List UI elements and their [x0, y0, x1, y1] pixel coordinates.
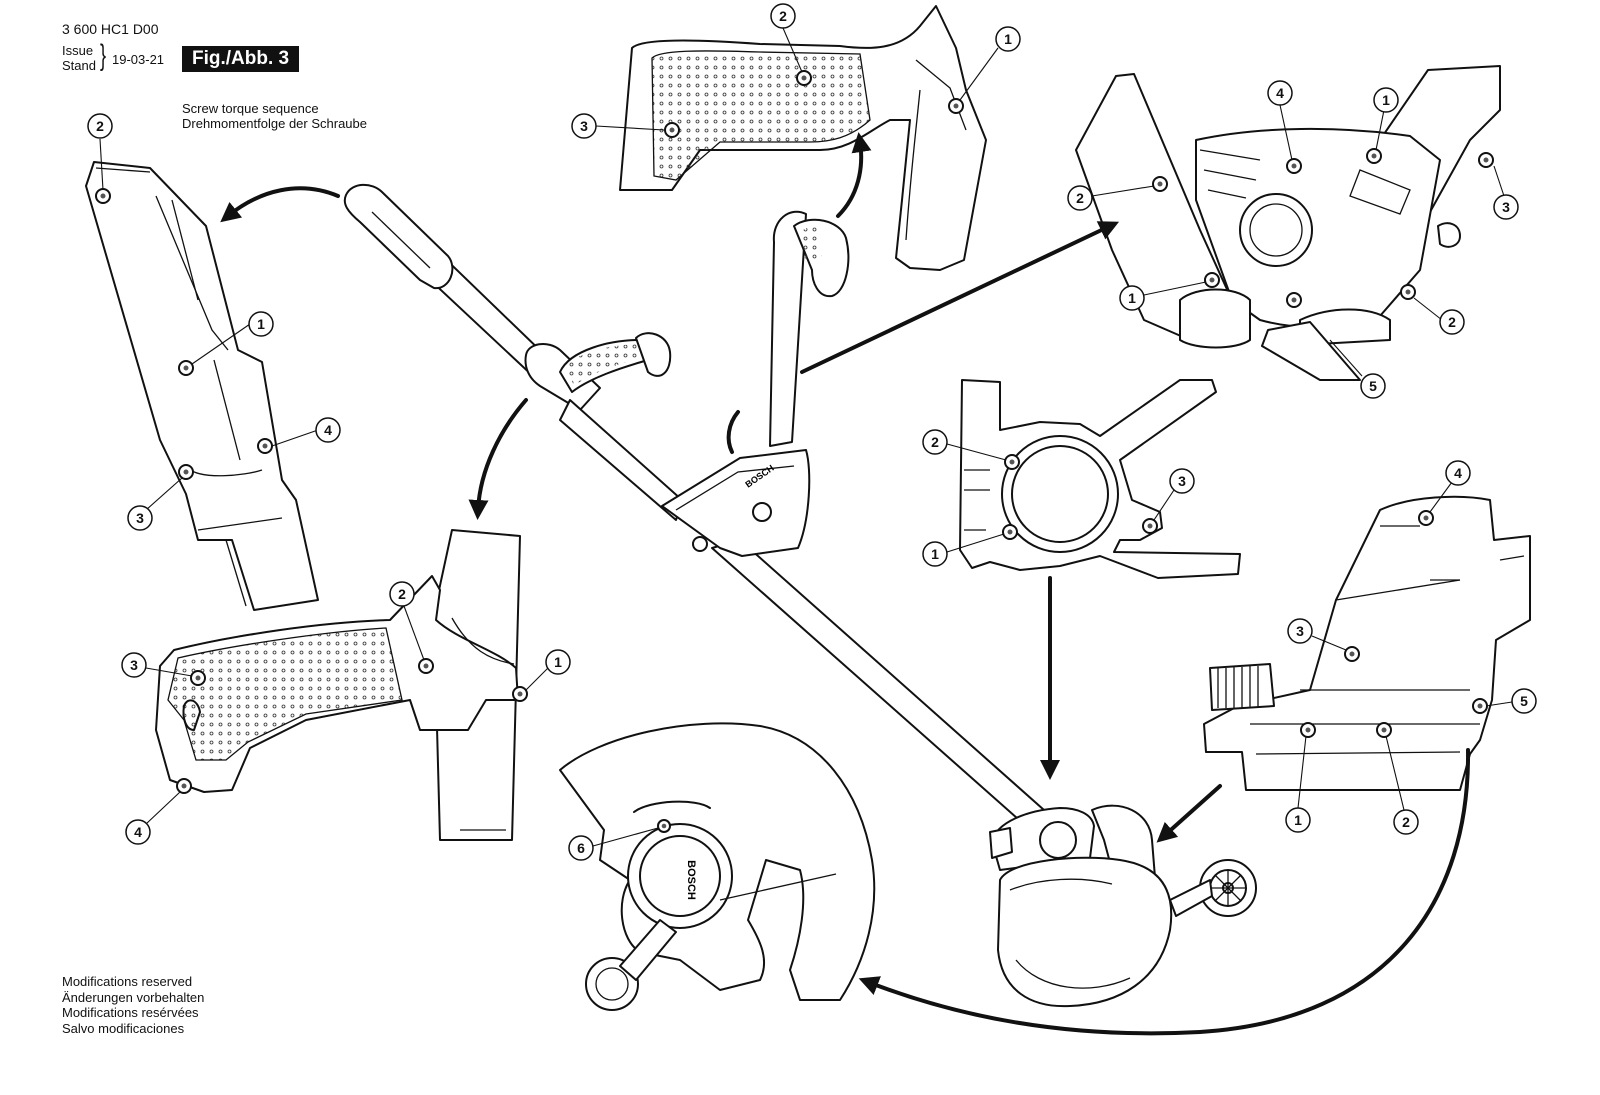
callout-handle-clamp-b: 1 — [1373, 87, 1399, 151]
callout-label: 4 — [134, 824, 142, 840]
callout-label: 3 — [1502, 199, 1510, 215]
callout-label: 3 — [1178, 473, 1186, 489]
part-number: 3 600 HC1 D00 — [62, 21, 159, 37]
screws — [95, 70, 1494, 833]
callout-lower-grip-2nd: 1 — [525, 649, 571, 691]
callout-label: 4 — [324, 422, 332, 438]
callouts-lower-grip: 2 1 3 4 — [121, 581, 571, 845]
torque-caption-en: Screw torque sequence — [182, 101, 319, 116]
screw-upper-grip — [664, 70, 964, 138]
callout-label: 1 — [931, 546, 939, 562]
callout-label: 1 — [1128, 290, 1136, 306]
callout-label: 3 — [1296, 623, 1304, 639]
callout-lower-grip-3rd: 3 — [121, 652, 193, 678]
callout-label: 4 — [1276, 85, 1284, 101]
callout-motor-housing-d: 1 — [1285, 735, 1311, 833]
upper-grip-detail — [619, 5, 987, 271]
callout-upper-grip-2nd: 1 — [959, 26, 1021, 101]
shaft-cover-detail — [85, 161, 319, 611]
callout-label: 2 — [96, 118, 104, 134]
callout-motor-mount-b: 3 — [1153, 468, 1195, 521]
screw-motor-housing — [1300, 510, 1488, 738]
callout-motor-housing-c: 5 — [1485, 688, 1537, 714]
callout-shaft-cover-2nd: 1 — [191, 311, 274, 365]
callout-label: 4 — [1454, 465, 1462, 481]
modifications-note: Modifications reserved Änderungen vorbeh… — [62, 974, 204, 1036]
trimmer-assembly: BOSCH — [343, 183, 1257, 1008]
callout-motor-housing-e: 2 — [1385, 735, 1419, 835]
motor-mount-detail — [959, 379, 1241, 579]
callout-handle-clamp-a: 4 — [1267, 80, 1293, 161]
callout-handle-clamp-g: 5 — [1329, 339, 1386, 399]
callouts-guard: 6 — [568, 827, 659, 861]
screw-motor-mount — [1002, 454, 1158, 540]
modifications-en: Modifications reserved — [62, 974, 193, 989]
brace-mark: } — [100, 39, 107, 72]
callout-handle-clamp-f: 2 — [1413, 297, 1465, 335]
callout-label: 2 — [398, 586, 406, 602]
callout-handle-clamp-e: 1 — [1119, 281, 1207, 311]
modifications-de: Änderungen vorbehalten — [62, 989, 205, 1005]
callout-label: 1 — [257, 316, 265, 332]
callout-label: 2 — [931, 434, 939, 450]
callout-label: 5 — [1369, 378, 1377, 394]
callout-upper-grip-3rd: 3 — [571, 113, 665, 139]
callout-label: 3 — [136, 510, 144, 526]
callout-shaft-cover-3rd: 4 — [271, 417, 341, 447]
callout-label: 2 — [1402, 814, 1410, 830]
modifications-es: Salvo modificaciones — [62, 1020, 185, 1036]
guard-detail: BOSCH — [559, 722, 876, 1011]
callout-lower-grip-4th: 4 — [125, 791, 181, 845]
screw-shaft-cover — [95, 188, 273, 480]
callout-label: 1 — [554, 654, 562, 670]
handle-clamp-detail — [1075, 65, 1501, 381]
callout-lower-grip-1st: 2 — [389, 581, 425, 661]
callout-label: 2 — [779, 8, 787, 24]
callout-motor-housing-a: 4 — [1429, 460, 1471, 513]
callout-label: 3 — [130, 657, 138, 673]
callout-shaft-cover-4th: 3 — [127, 477, 183, 531]
callout-motor-mount-a: 2 — [922, 429, 1007, 461]
assembly-arrows — [220, 132, 1471, 1036]
torque-caption: Screw torque sequence Drehmomentfolge de… — [182, 101, 367, 131]
callout-shaft-cover-1st: 2 — [87, 113, 113, 191]
screw-handle-clamp — [1152, 148, 1494, 308]
modifications-fr: Modifications resérvées — [62, 1005, 199, 1020]
issue-date: 19-03-21 — [112, 52, 165, 67]
callout-label: 1 — [1004, 31, 1012, 47]
callouts-handle-clamp: 4 1 2 3 1 2 5 — [1067, 80, 1519, 399]
callout-label: 3 — [580, 118, 588, 134]
brand-text-guard: BOSCH — [685, 860, 697, 900]
callout-handle-clamp-c: 2 — [1067, 185, 1155, 211]
callouts-motor-mount: 2 3 1 — [922, 429, 1195, 567]
callout-upper-grip-1st: 2 — [770, 3, 803, 73]
callouts-motor-housing: 4 3 5 1 2 — [1285, 460, 1537, 835]
motor-housing-detail — [1203, 495, 1531, 791]
callout-label: 6 — [577, 840, 585, 856]
callout-label: 5 — [1520, 693, 1528, 709]
callout-motor-housing-b: 3 — [1287, 618, 1347, 651]
torque-caption-de: Drehmomentfolge der Schraube — [182, 116, 367, 131]
callout-label: 1 — [1382, 92, 1390, 108]
lower-grip-detail — [155, 529, 521, 841]
callout-label: 1 — [1294, 812, 1302, 828]
issue-label: Issue Stand — [62, 43, 96, 73]
screw-guard — [657, 819, 671, 833]
callout-handle-clamp-d: 3 — [1493, 165, 1519, 220]
callouts-upper-grip: 2 1 3 — [571, 3, 1021, 139]
figure-label: Fig./Abb. 3 — [182, 46, 300, 72]
callout-label: 2 — [1076, 190, 1084, 206]
screw-lower-grip — [176, 658, 528, 794]
callout-motor-mount-c: 1 — [922, 533, 1005, 567]
callout-label: 2 — [1448, 314, 1456, 330]
callouts-shaft-cover: 2 1 4 3 — [87, 113, 341, 531]
callout-guard-a: 6 — [568, 827, 659, 861]
